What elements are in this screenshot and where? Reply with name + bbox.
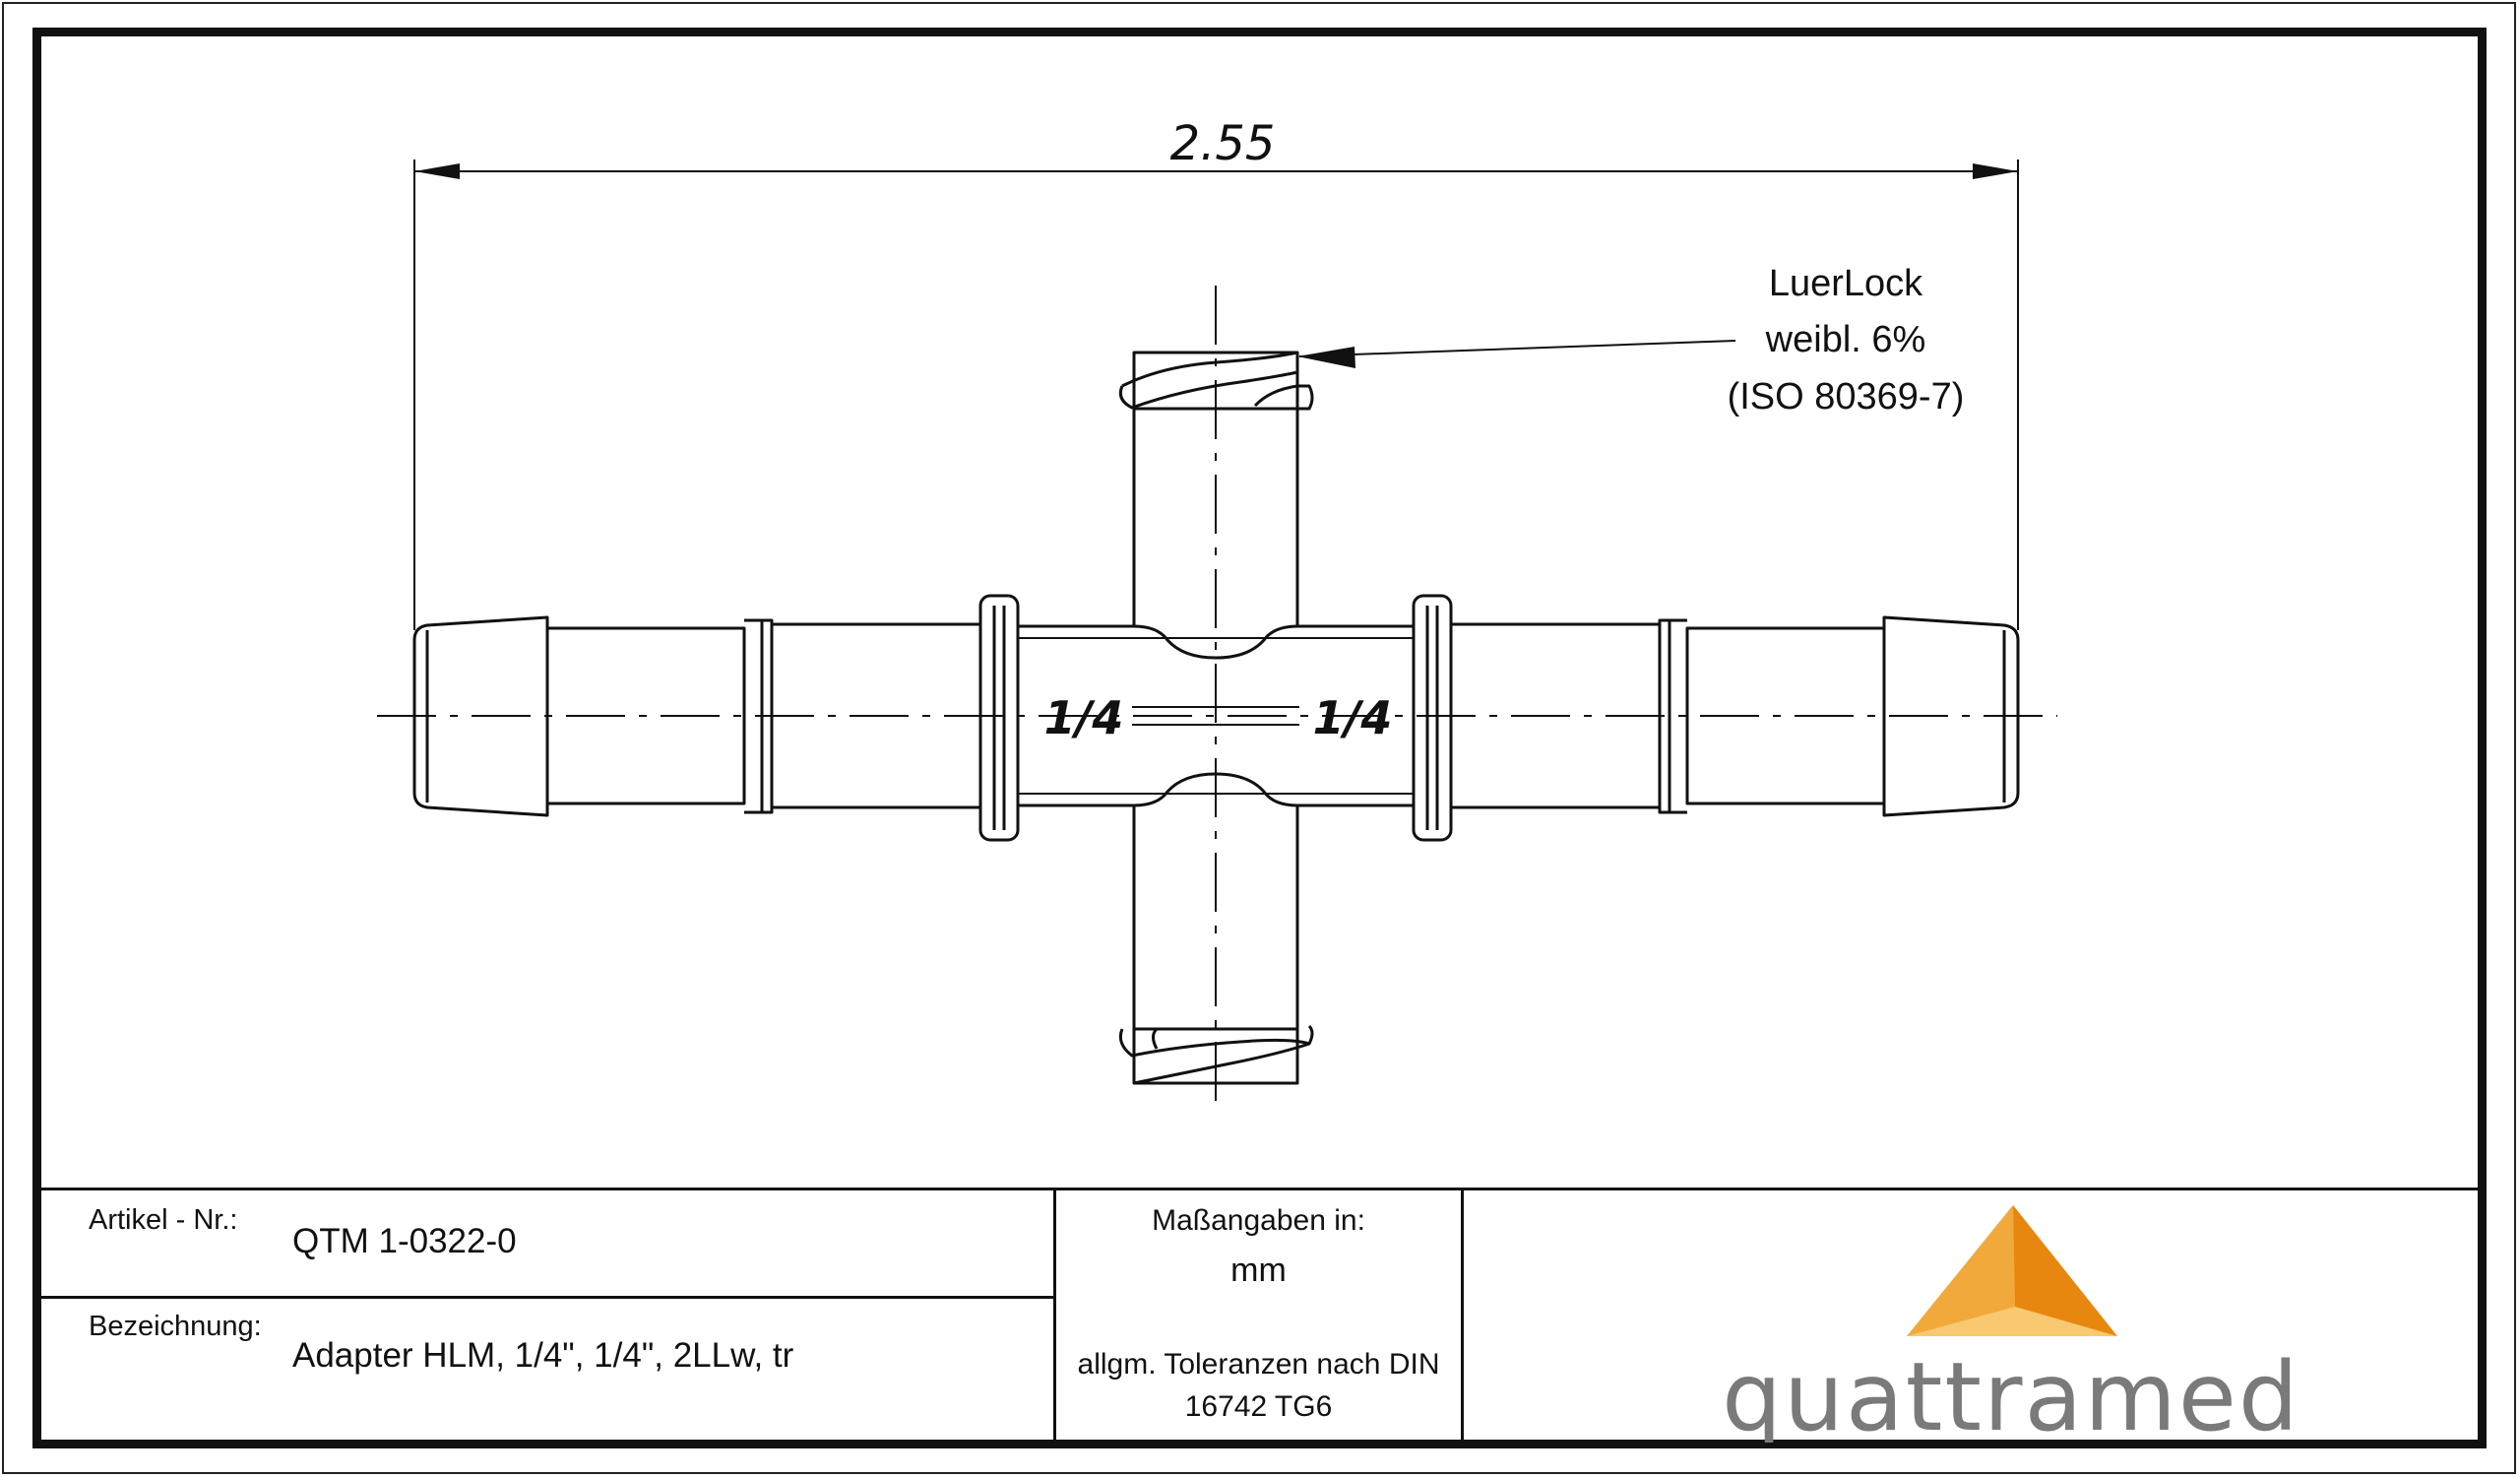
units-value: mm [1230,1252,1287,1289]
right-flange [1412,594,1453,842]
description-label: Bezeichnung: [89,1311,262,1342]
adapter-body [412,351,2020,1085]
dimension-arrow-right [1973,163,2018,179]
description-value: Adapter HLM, 1/4", 1/4", 2LLw, tr [292,1336,794,1375]
right-collar [1658,618,1687,814]
center-lines [377,286,2057,1108]
callout-line-3: (ISO 80369-7) [1728,376,1965,418]
callout-line-2: weibl. 6% [1765,319,1926,360]
left-barb-tip [412,615,549,817]
article-number-value: QTM 1-0322-0 [292,1222,517,1260]
luer-top-thread [1118,351,1314,411]
dimension-arrow-left [414,163,460,179]
hub-bottom-edge [1018,772,1414,807]
tolerance-line-2: 16742 TG6 [1184,1390,1333,1423]
tolerance-line-1: allgm. Toleranzen nach DIN [1077,1348,1440,1381]
logo-wordmark: quattramed [1722,1342,2300,1443]
overall-dimension [413,160,2019,630]
overall-dimension-value: 2.55 [1170,116,1276,171]
description-cell: Bezeichnung: Adapter HLM, 1/4", 1/4", 2L… [41,1299,1056,1443]
article-number-label: Artikel - Nr.: [89,1204,238,1236]
units-label: Maßangaben in: [1152,1204,1365,1237]
left-flange [978,594,1020,842]
logo-pyramid-mid [1907,1205,2015,1336]
units-cell: Maßangaben in: mm allgm. Toleranzen nach… [1056,1190,1464,1443]
hub-top-edge [1018,624,1414,660]
size-label-right: 1/4 [1313,691,1393,744]
luer-bottom-thread [1118,1024,1314,1085]
left-hose-section [545,626,746,805]
right-barb-tip [1882,615,2020,817]
title-block: Artikel - Nr.: QTM 1-0322-0 Bezeichnung:… [41,1188,2478,1452]
quattramed-logo: quattramed [1722,1205,2300,1452]
company-logo-cell: quattramed [1464,1190,2478,1452]
article-number-cell: Artikel - Nr.: QTM 1-0322-0 [41,1190,1056,1299]
luerlock-leader [1297,340,1736,368]
size-label-left: 1/4 [1044,691,1124,744]
logo-pyramid-dark [2013,1205,2117,1336]
drawing-frame [32,28,2487,1448]
callout-line-1: LuerLock [1769,263,1923,304]
